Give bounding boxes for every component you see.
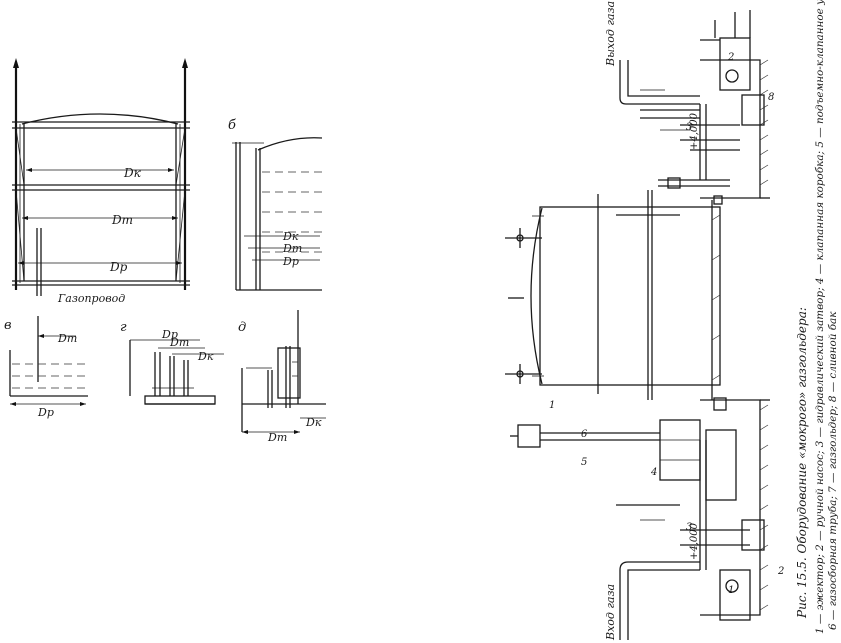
panel-d-dk: Dк xyxy=(305,416,322,429)
caption-line-2: 6 — газосборная труба; 7 — газгольдер; 8… xyxy=(827,311,839,630)
panel-b-dt: Dт xyxy=(282,242,302,255)
panel-d-dt: Dт xyxy=(267,431,287,444)
callout-3-bottom: 3 xyxy=(686,522,692,533)
panel-d: д Dт Dк xyxy=(238,310,326,444)
gas-in-label: Вход газа xyxy=(604,584,617,641)
gasholder-installation: Выход газа Вход газа +4,000 +4,000 2 3 8… xyxy=(505,1,784,641)
callout-2-bottom: 2 xyxy=(777,566,784,577)
caption-title: Рис. 15.5. Оборудование «мокрого» газгол… xyxy=(795,307,809,619)
gas-pipe-label: Газопровод xyxy=(57,292,125,305)
gas-out-label: Выход газа xyxy=(604,1,617,67)
panel-b-dp: Dр xyxy=(282,255,299,268)
dim-dk: Dк xyxy=(123,166,142,180)
callout-1-bottom: 1 xyxy=(728,585,734,596)
panel-g-letter: г xyxy=(120,320,127,335)
dim-dp: Dр xyxy=(109,260,128,274)
panel-v: в Dт Dр xyxy=(4,316,88,419)
panel-v-dp: Dр xyxy=(37,406,54,419)
callout-3-top: 3 xyxy=(686,122,692,133)
panel-b-dk: Dк xyxy=(282,230,299,243)
callout-8: 8 xyxy=(768,92,774,103)
panel-g-dt: Dт xyxy=(169,336,189,349)
dim-dt: Dт xyxy=(111,213,133,227)
panel-b-letter: б xyxy=(228,118,236,133)
callout-6: 6 xyxy=(581,429,588,440)
level-top: +4,000 xyxy=(689,112,700,150)
callout-2-top: 2 xyxy=(727,52,734,63)
callout-5: 5 xyxy=(581,457,587,468)
gasholder-section-main: Dк Dт Dр Газопровод xyxy=(12,58,190,305)
panel-g: г Dр Dт Dк xyxy=(120,320,224,405)
callout-4: 4 xyxy=(650,467,657,478)
level-bottom: +4,000 xyxy=(689,522,700,560)
figure-caption: Рис. 15.5. Оборудование «мокрого» газгол… xyxy=(795,0,839,634)
panel-b: б Dк Dт Dр xyxy=(228,118,323,291)
panel-g-dk: Dк xyxy=(197,350,214,363)
panel-g-dp: Dр xyxy=(161,328,178,341)
panel-v-dt: Dт xyxy=(57,332,77,345)
caption-line-1: 1 — эжектор; 2 — ручной насос; 3 — гидра… xyxy=(814,0,826,634)
panel-d-letter: д xyxy=(238,320,246,335)
callout-1-tank: 1 xyxy=(549,400,555,411)
panel-v-letter: в xyxy=(4,318,12,333)
